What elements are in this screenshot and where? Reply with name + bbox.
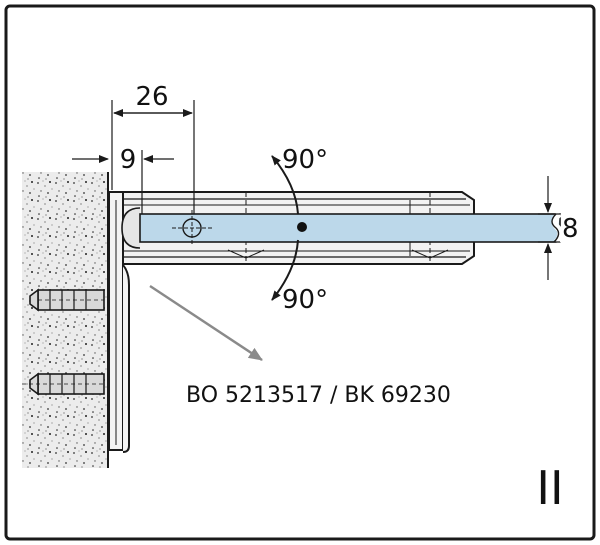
- anchor-bolt-upper: [29, 288, 105, 312]
- dimension-26: [111, 100, 195, 214]
- angle-label-bottom: 90°: [282, 285, 328, 315]
- part-leader-arrow: [149, 284, 263, 362]
- angle-label-top: 90°: [282, 145, 328, 175]
- wall-plate: [108, 191, 130, 453]
- part-number-label: BO 5213517 / BK 69230: [186, 383, 451, 408]
- concrete-wall: [22, 172, 108, 468]
- view-marker: II: [536, 461, 563, 515]
- dimension-8: [538, 176, 560, 280]
- dimension-9: [72, 150, 174, 214]
- dimension-26-label: 26: [135, 82, 168, 112]
- rotation-arrow-down: [271, 239, 299, 301]
- dimension-8-label: 8: [562, 214, 579, 244]
- dimension-9-label: 9: [120, 145, 137, 175]
- rotation-arrow-up: [271, 155, 299, 215]
- anchor-bolt-lower: [22, 372, 105, 396]
- pivot-point: [297, 222, 307, 232]
- glass-break-edge: [551, 211, 565, 245]
- frame-border: [4, 4, 596, 541]
